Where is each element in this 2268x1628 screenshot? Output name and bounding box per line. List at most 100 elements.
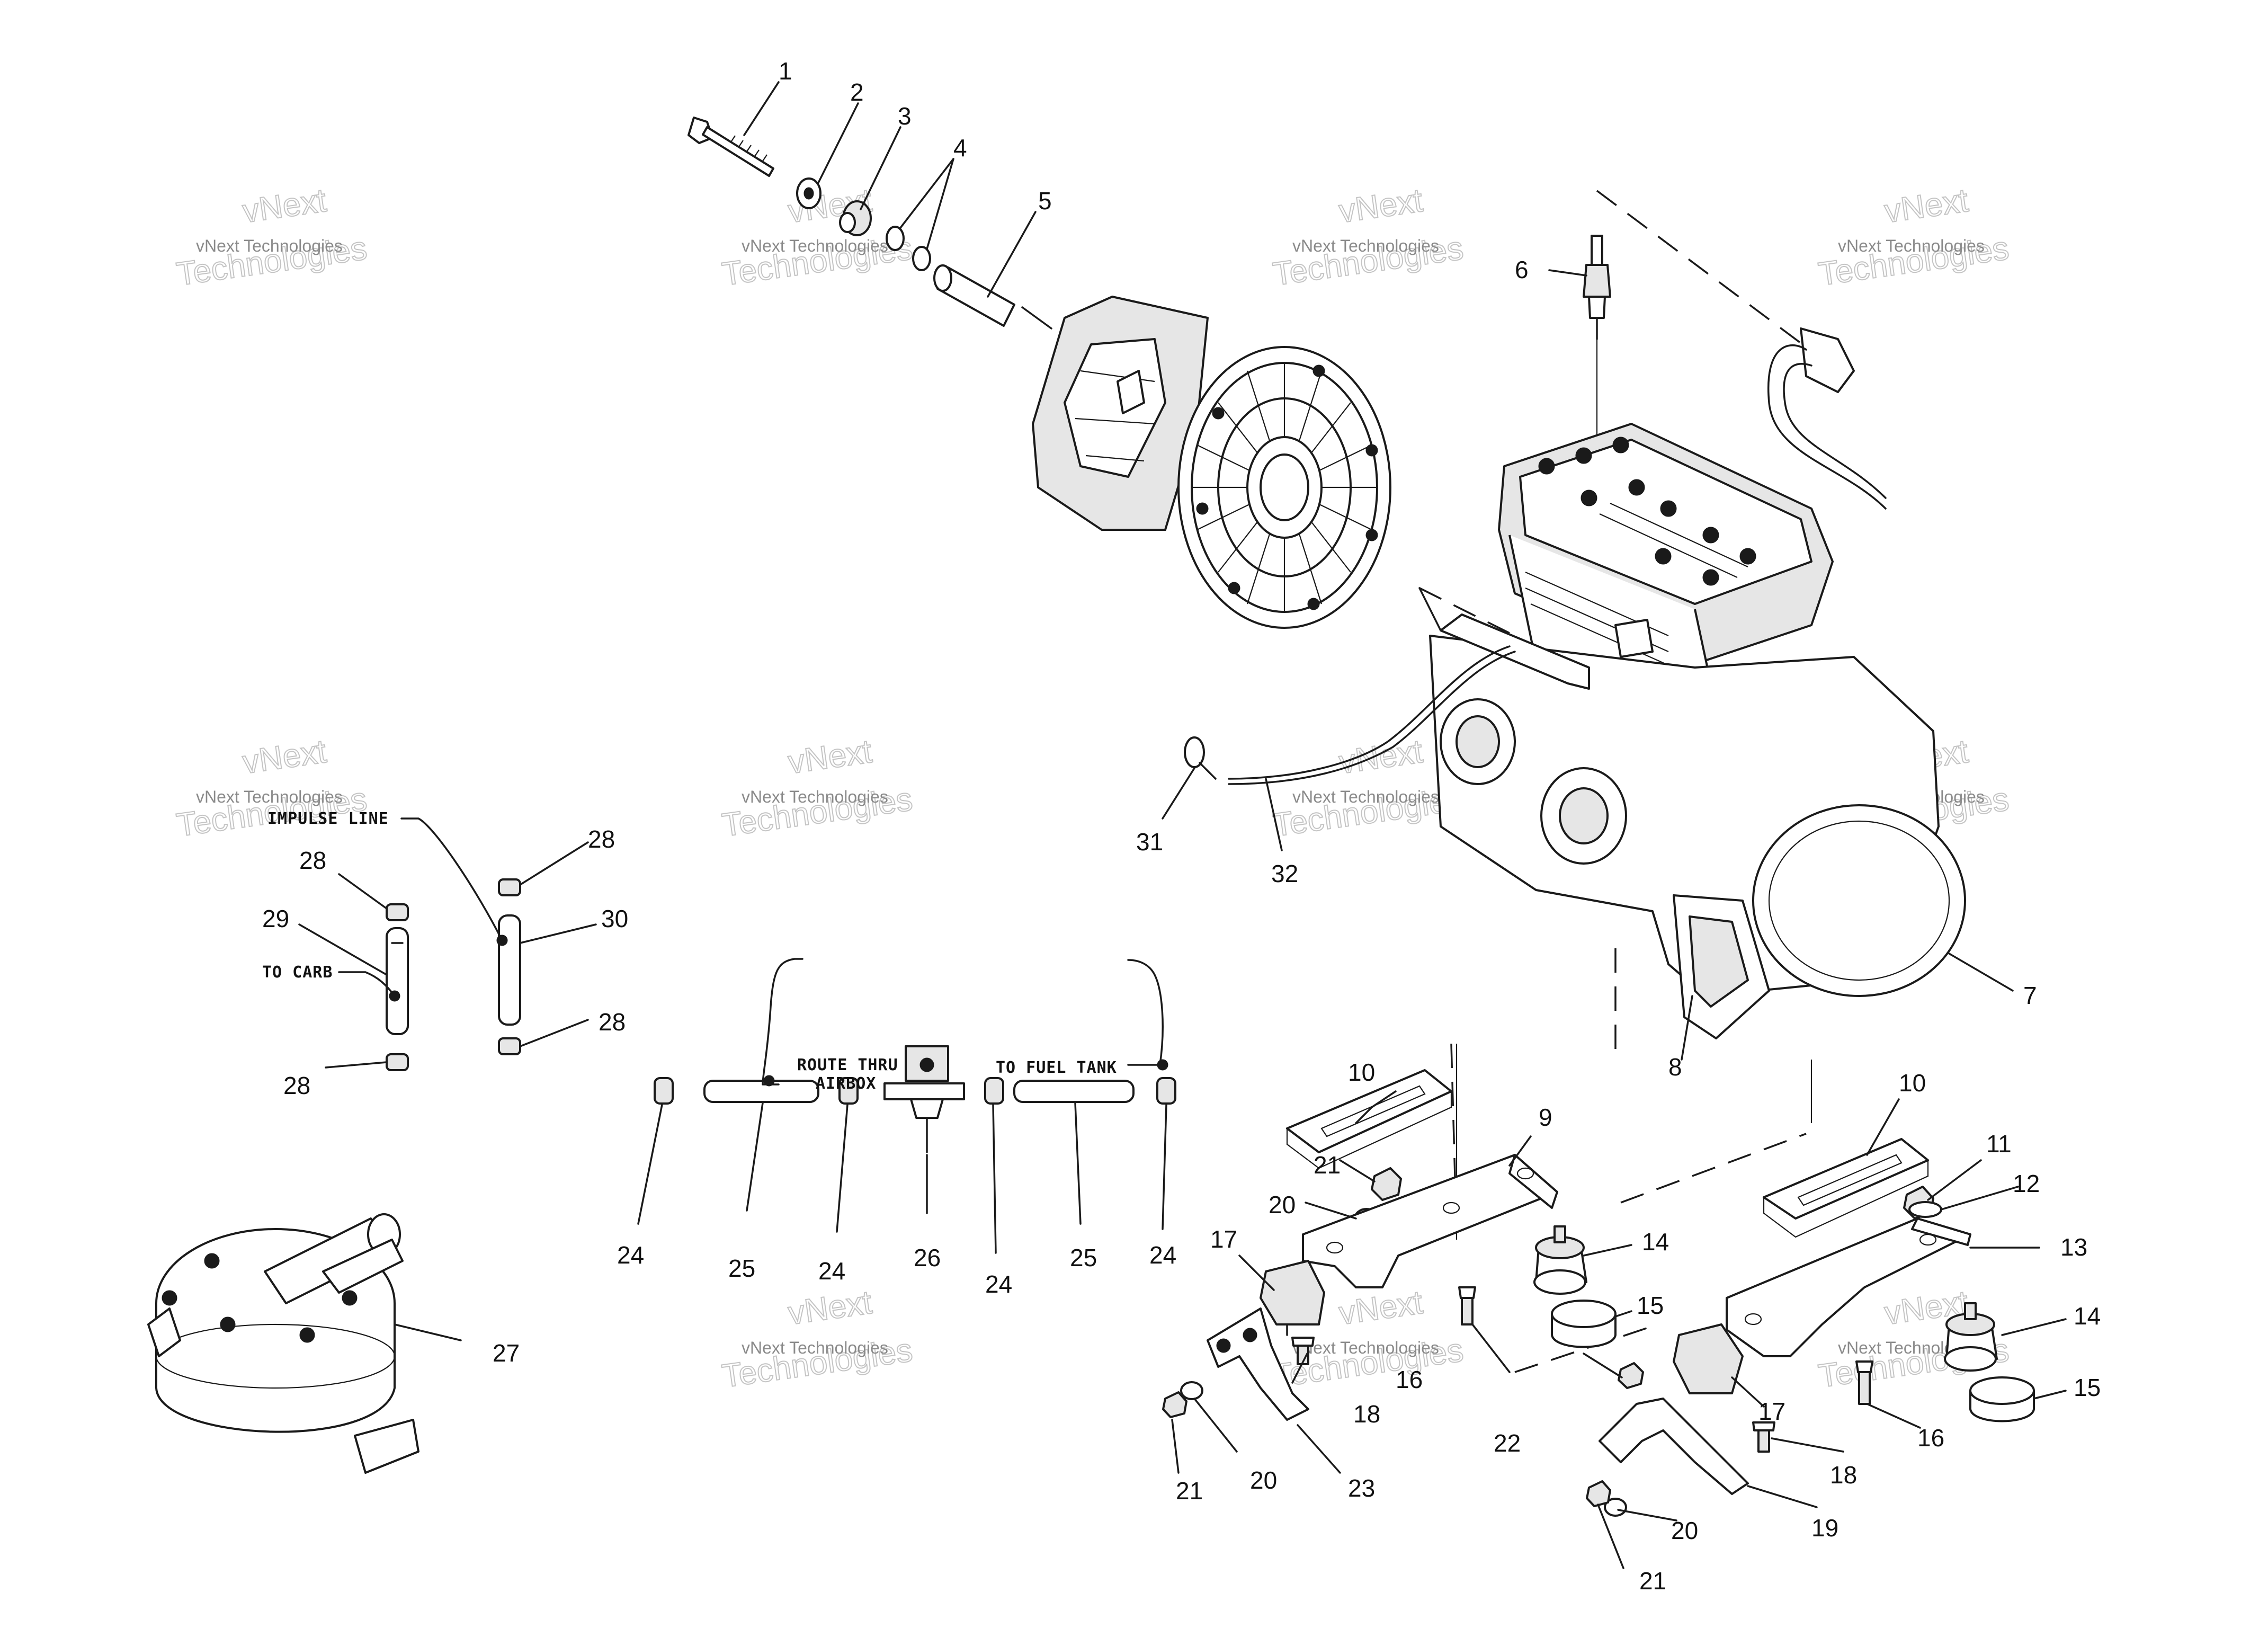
callout: 27 [493, 1339, 520, 1367]
watermark: Technologies vNext Technologies vNext [719, 1284, 915, 1395]
washer-12 [1908, 1201, 1942, 1218]
callout: 19 [1811, 1514, 1838, 1542]
nut-21 [1371, 1167, 1402, 1201]
callout: 28 [299, 847, 326, 874]
mount-17 [1673, 1323, 1744, 1394]
callout: 15 [2074, 1374, 2101, 1401]
callout: 10 [1899, 1069, 1926, 1097]
washer-2-hole [803, 187, 814, 200]
callout: 13 [2060, 1233, 2087, 1261]
svg-text:vNext: vNext [786, 733, 874, 781]
callout: 7 [2023, 982, 2037, 1009]
svg-text:vNext Technologies: vNext Technologies [742, 236, 888, 255]
callout: 22 [1494, 1429, 1521, 1457]
watermark: Technologies vNext Technologies vNext [719, 733, 915, 844]
mount-17 [1260, 1260, 1325, 1336]
callout: 9 [1539, 1104, 1552, 1131]
sleeve-5 [933, 264, 1015, 327]
stud-18 [1291, 1337, 1315, 1365]
to-fuel-tank-note: TO FUEL TANK [996, 1058, 1117, 1077]
callout-leaders [298, 81, 2067, 1569]
callout: 24 [617, 1241, 644, 1269]
valve-26 [883, 1045, 965, 1153]
stud-16 [1458, 1286, 1476, 1325]
callout: 25 [728, 1255, 755, 1282]
fuel-line-group [654, 958, 1176, 1153]
svg-text:vNext Technologies: vNext Technologies [742, 787, 888, 806]
impulse-line-group [338, 817, 521, 1071]
callout: 12 [2013, 1170, 2040, 1197]
svg-text:vNext Technologies: vNext Technologies [196, 787, 343, 806]
svg-text:vNext: vNext [240, 733, 329, 781]
callout: 21 [1314, 1151, 1341, 1179]
plug-cap-wire [1767, 327, 1887, 510]
hose-25 [703, 1080, 819, 1103]
watermark: Technologies vNext Technologies vNext [1816, 182, 2012, 293]
callout: 20 [1269, 1191, 1296, 1218]
stud-16 [1855, 1360, 1873, 1405]
washer-20 [1180, 1381, 1203, 1400]
mount-group-left [1162, 1044, 1558, 1421]
nut-22 [1618, 1362, 1644, 1389]
spacer-3 [839, 200, 872, 236]
hose-25 [1013, 1080, 1135, 1103]
isolator-14 [1944, 1302, 1998, 1372]
callout: 3 [898, 102, 912, 130]
callout: 2 [850, 78, 864, 106]
nut-21 [1162, 1391, 1187, 1418]
o-ring-4b [912, 246, 931, 271]
spark-plug-6 [1583, 235, 1611, 340]
svg-text:vNext: vNext [1337, 733, 1425, 781]
callout: 23 [1348, 1474, 1375, 1502]
callout: 16 [1396, 1366, 1423, 1393]
callout: 28 [588, 825, 615, 853]
bracket-9 [1302, 1154, 1558, 1288]
callout: 11 [1986, 1130, 2012, 1158]
clamp-28 [386, 1053, 409, 1071]
clamp-24 [838, 1077, 859, 1105]
callout: 32 [1271, 860, 1298, 887]
callout: 1 [779, 57, 792, 85]
spacer-15 [1969, 1376, 2035, 1422]
svg-text:vNext: vNext [786, 1284, 874, 1332]
callout: 18 [1353, 1400, 1380, 1428]
callout: 31 [1136, 828, 1163, 856]
line-32b [1228, 651, 1516, 785]
svg-text:vNext: vNext [1882, 182, 1971, 230]
spacer-15 [1551, 1300, 1617, 1348]
bracket-23 [1207, 1307, 1309, 1421]
svg-text:vNext Technologies: vNext Technologies [1292, 1338, 1439, 1357]
callout: 16 [1917, 1424, 1944, 1452]
callout: 18 [1830, 1461, 1857, 1489]
callout: 24 [818, 1257, 845, 1285]
callout: 17 [1758, 1398, 1785, 1425]
callout: 25 [1070, 1244, 1097, 1271]
clamp-28 [498, 878, 521, 896]
svg-text:vNext: vNext [240, 182, 329, 230]
watermark: Technologies vNext Technologies vNext [174, 182, 370, 293]
callout: 21 [1639, 1567, 1666, 1595]
svg-text:vNext: vNext [1337, 1284, 1425, 1332]
bolt-1 [687, 117, 774, 177]
callout: 17 [1210, 1225, 1237, 1253]
callout: 10 [1348, 1058, 1375, 1086]
callout: 21 [1176, 1477, 1203, 1505]
svg-text:vNext Technologies: vNext Technologies [196, 236, 343, 255]
callout: 14 [2074, 1302, 2101, 1330]
callout: 4 [953, 134, 967, 162]
callout: 24 [1149, 1241, 1176, 1269]
stud-18 [1752, 1421, 1775, 1453]
impulse-line-note: IMPULSE LINE [267, 809, 389, 828]
callout: 15 [1637, 1292, 1664, 1319]
clamp-28 [386, 903, 409, 921]
callout: 8 [1668, 1053, 1682, 1081]
callout: 30 [601, 905, 628, 932]
o-ring-4a [886, 226, 905, 251]
callout: 6 [1515, 256, 1529, 283]
airbox-note: AIRBOX [816, 1074, 876, 1093]
slotted-plate-10 [1763, 1138, 1929, 1238]
isolator-14 [1533, 1225, 1587, 1295]
callout: 24 [985, 1270, 1012, 1298]
svg-text:vNext Technologies: vNext Technologies [742, 1338, 888, 1357]
